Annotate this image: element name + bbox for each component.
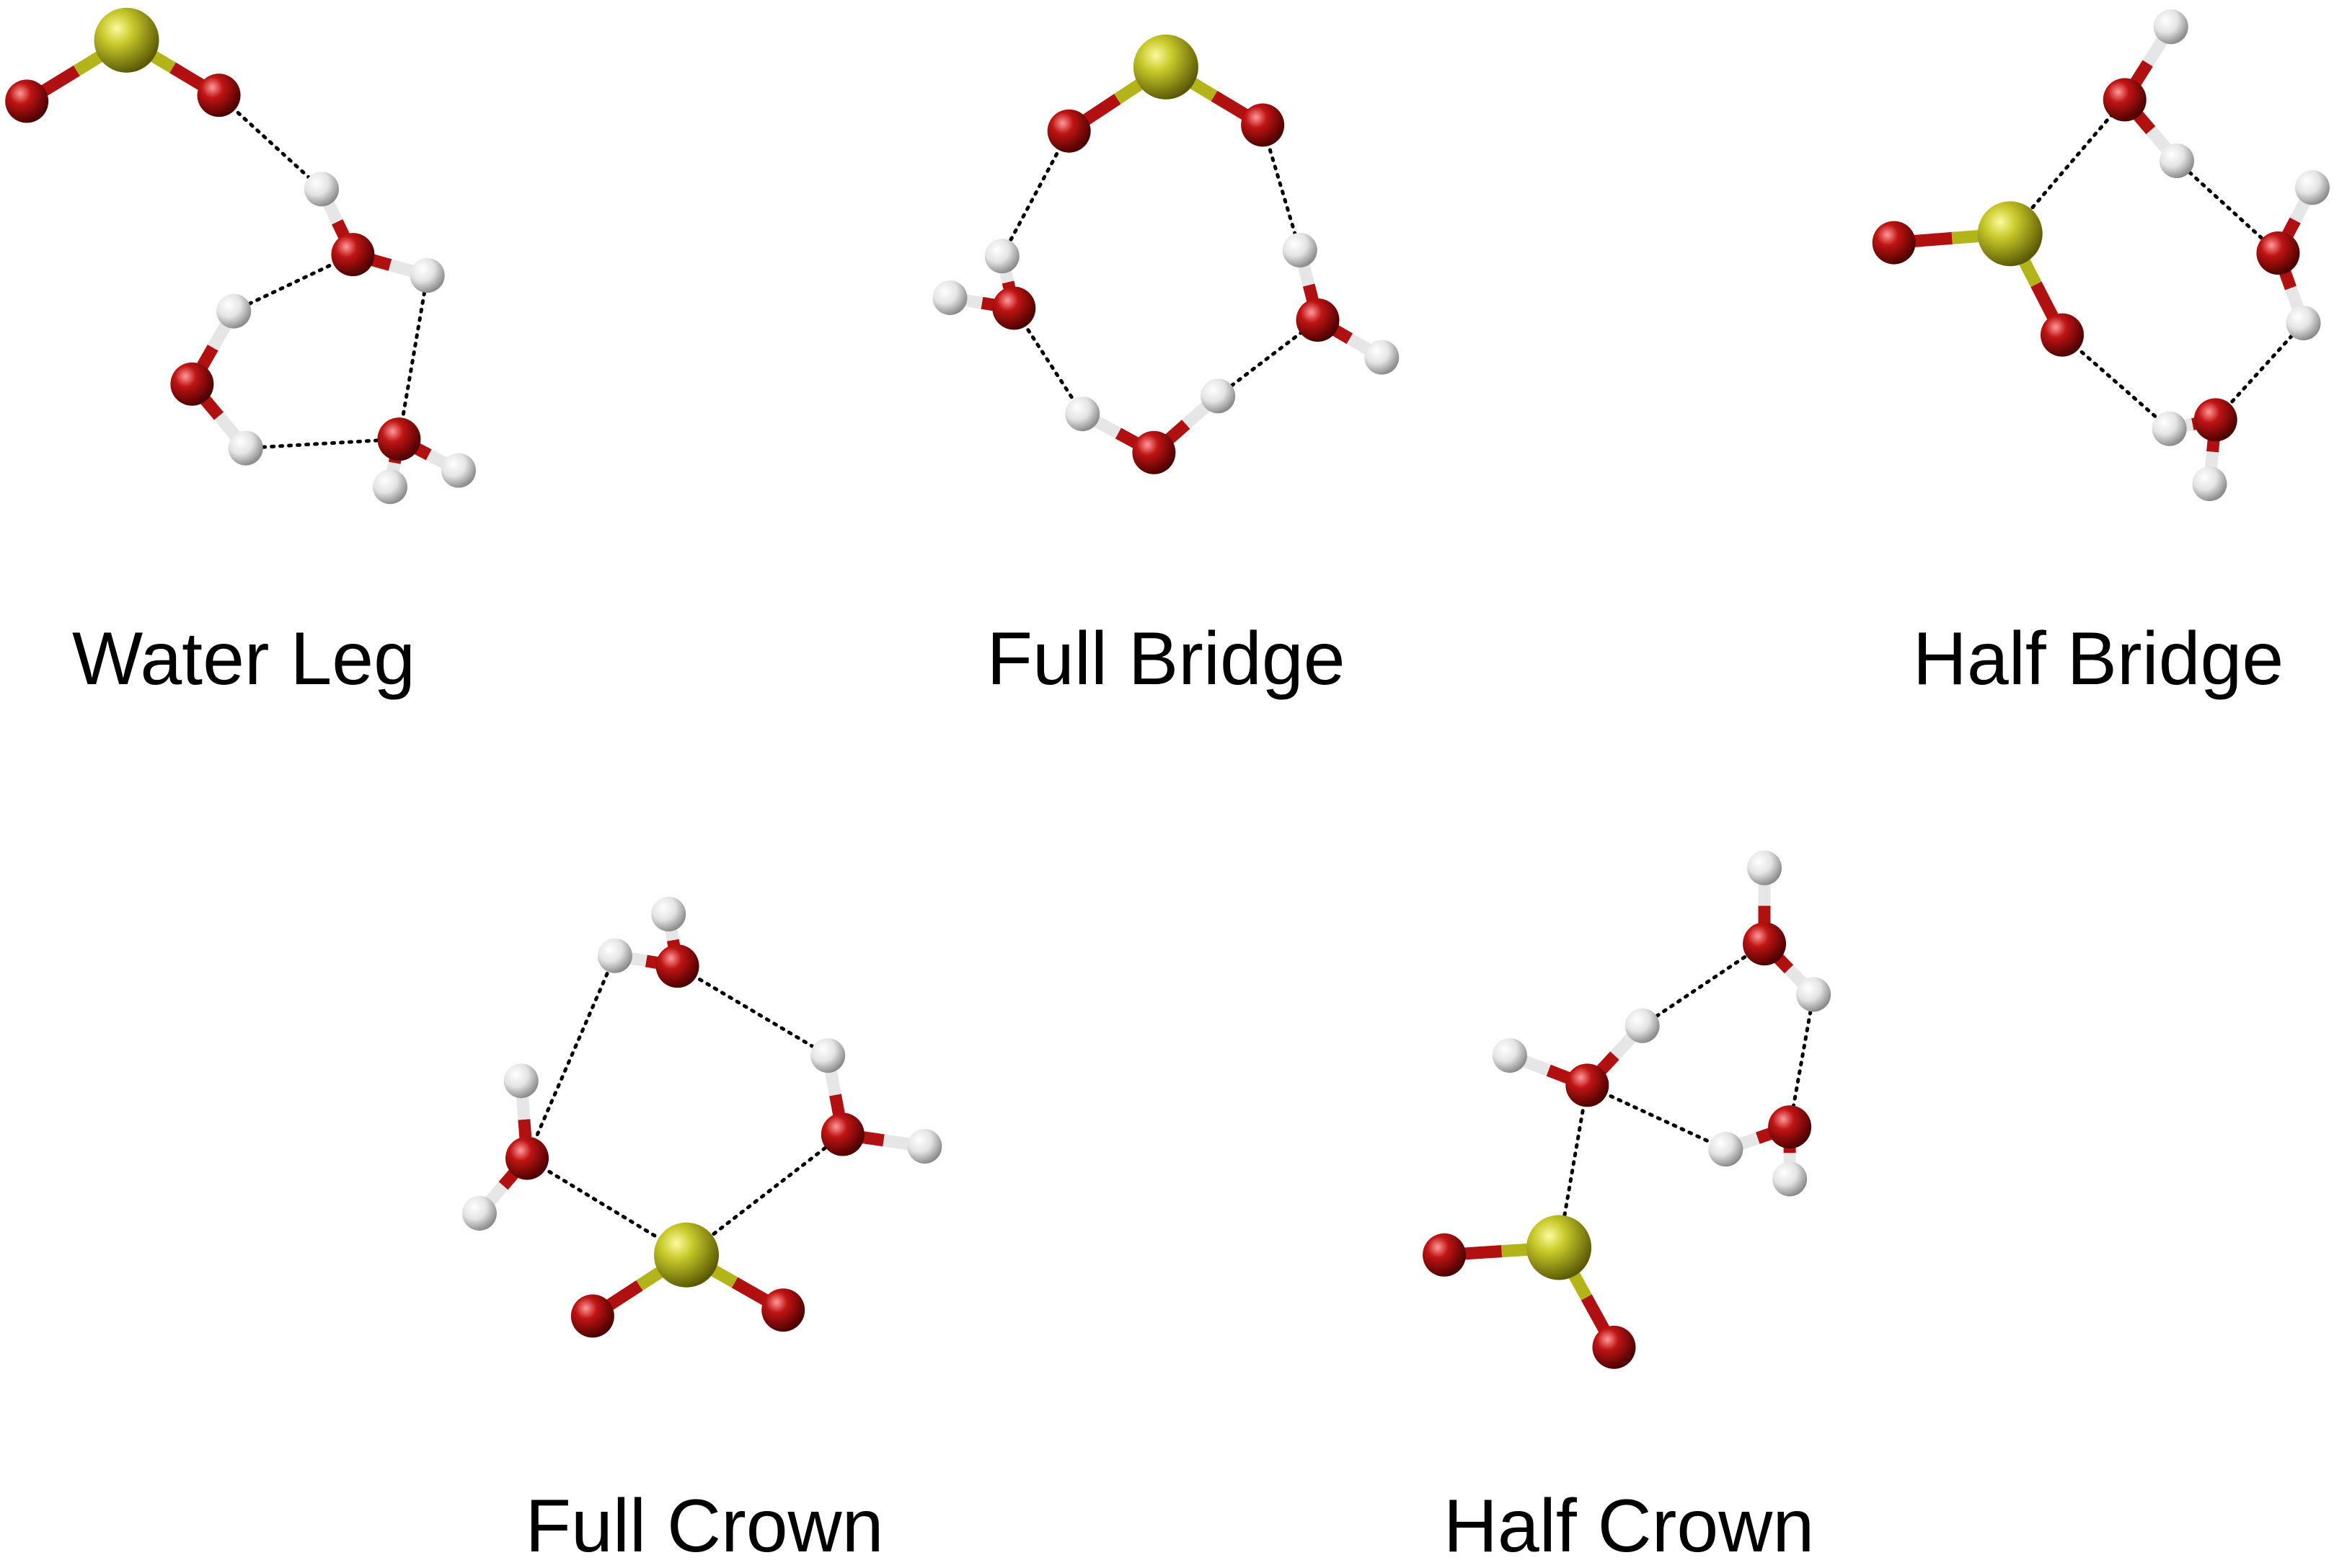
full-crown-hydrogen-atom [597,938,632,973]
label-half-bridge: Half Bridge [1912,617,2284,701]
full-crown-hydrogen-atom [651,896,686,931]
half-crown-hydrogen-atom [1624,1008,1660,1043]
water-leg-hydrogen-atom [216,293,252,329]
water-leg-hydrogen-bond [397,273,430,441]
label-full-bridge: Full Bridge [986,617,1345,701]
water-leg-oxygen-atom [5,79,49,123]
half-crown-hydrogen-atom [1492,1038,1527,1073]
half-bridge-hydrogen-atom [2192,466,2227,502]
half-bridge-oxygen-atom [2041,313,2085,357]
full-crown-hydrogen-bond [684,1133,845,1257]
half-bridge-hydrogen-atom [2160,143,2195,179]
half-bridge-hydrogen-atom [2153,9,2188,45]
water-leg-hydrogen-atom [304,172,340,207]
half-bridge-hydrogen-bond [2175,159,2280,255]
full-bridge-hydrogen-atom [1201,378,1236,414]
half-bridge-oxygen-atom [2256,231,2300,275]
label-half-crown: Half Crown [1443,1484,1815,1568]
half-crown-hydrogen-bond [1640,942,1767,1028]
half-crown-hydrogen-atom [1747,850,1782,885]
full-bridge-hydrogen-atom [1364,340,1400,375]
half-bridge-oxygen-atom [1872,221,1916,265]
water-leg-oxygen-atom [377,417,421,461]
full-bridge-oxygen-atom [1132,430,1176,474]
water-leg-hydrogen-atom [410,258,445,293]
half-crown-oxygen-atom [1768,1105,1812,1149]
water-leg-hydrogen-bond [217,93,324,191]
full-bridge-hydrogen-atom [932,280,968,315]
water-leg-hydrogen-atom [228,430,263,466]
full-bridge-sulfur-atom [1133,34,1198,99]
half-bridge-sulfur-atom [1977,201,2043,267]
full-bridge-hydrogen-atom [984,239,1020,274]
full-crown-oxygen-atom [761,1288,805,1332]
full-crown-hydrogen-bond [525,954,617,1161]
full-crown-hydrogen-atom [810,1038,846,1073]
full-bridge-oxygen-atom [1241,103,1285,147]
label-full-crown: Full Crown [525,1484,884,1568]
full-crown-hydrogen-atom [461,1195,497,1231]
half-crown-oxygen-atom [1743,922,1787,966]
full-bridge-hydrogen-atom [1282,232,1317,267]
water-leg-oxygen-atom [331,233,375,277]
full-crown-oxygen-atom [570,1294,614,1338]
water-leg-oxygen-atom [197,74,241,118]
water-leg-hydrogen-atom [441,453,477,488]
label-water-leg: Water Leg [72,617,415,701]
half-bridge-oxygen-atom [2103,78,2147,122]
full-crown-hydrogen-atom [907,1129,942,1164]
half-crown-hydrogen-atom [1796,977,1831,1012]
half-bridge-hydrogen-atom [2294,170,2330,205]
water-leg-sulfur-atom [94,7,159,73]
half-crown-hydrogen-atom [1708,1132,1743,1167]
full-bridge-hydrogen-atom [1065,397,1100,432]
full-crown-sulfur-atom [653,1222,719,1288]
half-bridge-oxygen-atom [2193,398,2237,442]
full-crown-oxygen-atom [821,1112,865,1156]
full-bridge-oxygen-atom [1047,109,1091,153]
half-crown-hydrogen-bond [1585,1083,1728,1151]
half-bridge-hydrogen-atom [2152,411,2187,446]
half-bridge-hydrogen-atom [2286,306,2321,341]
half-crown-hydrogen-atom [1772,1161,1808,1197]
half-crown-sulfur-atom [1526,1215,1592,1280]
half-crown-oxygen-atom [1423,1233,1467,1277]
water-leg-oxygen-atom [170,362,214,406]
full-bridge-oxygen-atom [1296,298,1340,342]
half-crown-oxygen-atom [1565,1063,1609,1107]
full-bridge-oxygen-atom [992,286,1036,330]
full-bridge-hydrogen-bond [1000,129,1071,258]
atoms-layer [5,7,2330,1369]
half-bridge-hydrogen-bond [2060,333,2172,431]
half-crown-hydrogen-bond [1787,992,1816,1129]
full-crown-hydrogen-atom [503,1063,539,1099]
full-crown-hydrogen-bond [676,964,830,1058]
full-crown-oxygen-atom [505,1136,549,1180]
half-crown-oxygen-atom [1592,1325,1636,1369]
full-crown-oxygen-atom [655,944,699,988]
water-leg-hydrogen-atom [373,469,408,505]
water-leg-hydrogen-bond [244,437,401,451]
